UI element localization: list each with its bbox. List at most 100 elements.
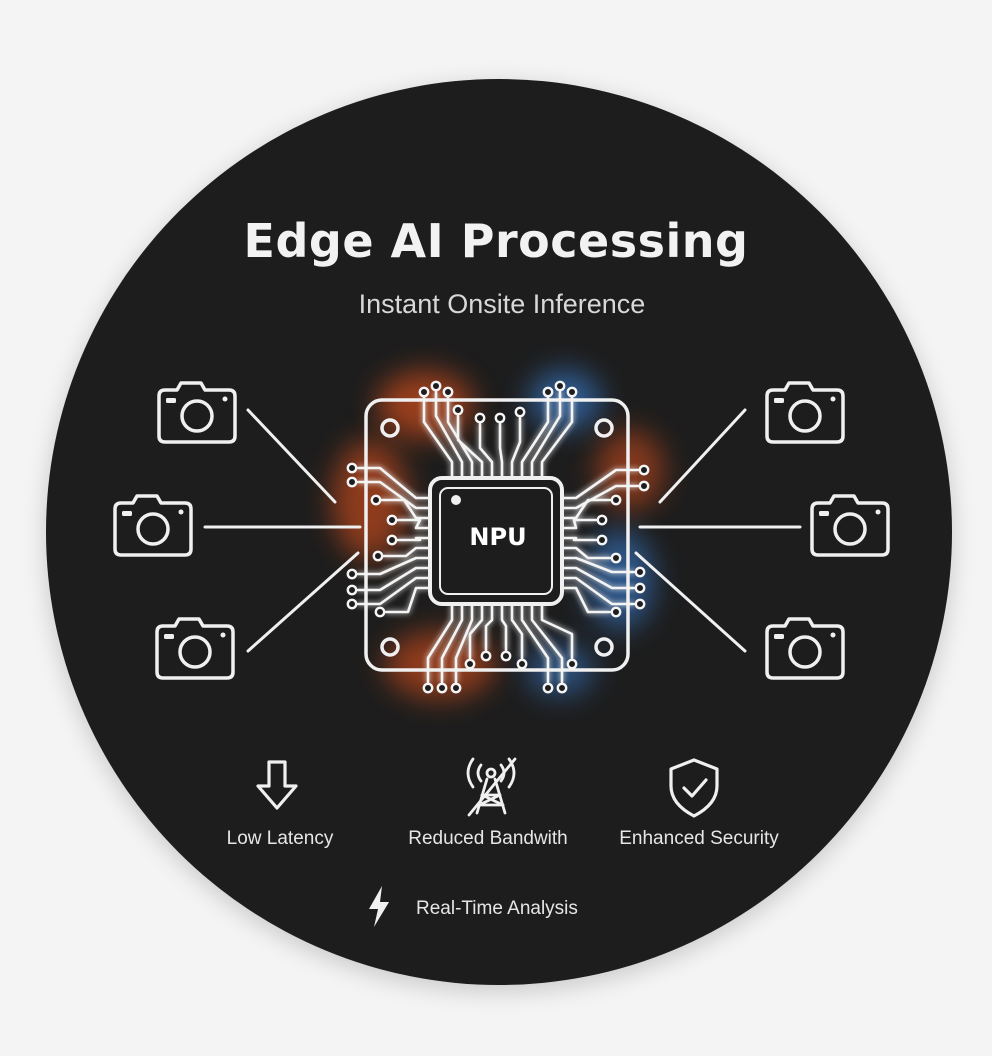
page-title: Edge AI Processing (243, 214, 749, 268)
circuit-pad (346, 584, 358, 596)
circuit-trace (560, 536, 598, 542)
camera-right-3-icon (765, 617, 845, 680)
circuit-trace (560, 556, 636, 574)
circuit-trace (478, 422, 494, 480)
circuit-pad (610, 552, 622, 564)
circuit-pad (596, 534, 608, 546)
circuit-trace (560, 518, 598, 530)
chip-pads (346, 380, 650, 694)
circuit-trace (530, 390, 562, 480)
lightning-icon (369, 886, 389, 927)
circuit-pad (450, 682, 462, 694)
circuit-trace (540, 396, 574, 480)
camera-right-1-icon (765, 381, 845, 444)
circuit-pad (464, 658, 476, 670)
circuit-pad (638, 464, 650, 476)
circuit-pad (554, 380, 566, 392)
circuit-trace (560, 576, 636, 606)
camera-left-1-icon (157, 381, 237, 444)
circuit-trace (560, 566, 636, 590)
circuit-pad (418, 386, 430, 398)
circuit-trace (422, 396, 454, 480)
circuit-trace (510, 416, 522, 480)
circuit-pad (346, 568, 358, 580)
circuit-trace (560, 498, 612, 520)
circuit-trace (356, 576, 432, 606)
chip-traces (356, 390, 640, 684)
camera-left-2-icon (113, 494, 193, 557)
circuit-pad (346, 462, 358, 474)
circuit-trace (498, 422, 504, 480)
circuit-pad (638, 480, 650, 492)
circuit-trace (468, 602, 484, 660)
circuit-trace (426, 602, 454, 684)
circuit-pad (610, 606, 622, 618)
circuit-pad (514, 406, 526, 418)
arrow-down-icon (256, 760, 298, 810)
circuit-trace (440, 602, 464, 684)
signal-tower-off-icon (466, 757, 517, 817)
circuit-trace (396, 536, 432, 542)
circuit-pad (422, 682, 434, 694)
circuit-pad (500, 650, 512, 662)
npu-chip (428, 476, 564, 606)
circuit-pad (436, 682, 448, 694)
feature-low-latency-label: Low Latency (226, 828, 334, 849)
circuit-pad (542, 386, 554, 398)
circuit-trace (520, 602, 550, 684)
circuit-pad (430, 380, 442, 392)
circuit-trace (510, 602, 524, 660)
circuit-trace (530, 602, 564, 684)
camera-right-2-icon (810, 494, 890, 557)
circuit-pad (374, 606, 386, 618)
circuit-pad (610, 494, 622, 506)
circuit-trace (560, 586, 612, 614)
circuit-trace (384, 586, 432, 614)
circuit-pad (634, 582, 646, 594)
circuit-trace (434, 390, 464, 480)
circuit-trace (356, 466, 432, 500)
page-subtitle: Instant Onsite Inference (358, 289, 646, 319)
circuit-trace (520, 396, 550, 480)
feature-enhanced-security-label: Enhanced Security (619, 828, 779, 849)
circuit-trace (356, 566, 432, 592)
chip-board (364, 398, 630, 672)
circuit-trace (500, 602, 508, 652)
circuit-pad (566, 658, 578, 670)
circuit-pad (372, 550, 384, 562)
circuit-pad (516, 658, 528, 670)
circuit-pad (634, 598, 646, 610)
circuit-pad (556, 682, 568, 694)
circuit-pad (634, 566, 646, 578)
circuit-trace (454, 602, 474, 684)
circuit-trace (356, 480, 432, 510)
circuit-pad (480, 650, 492, 662)
circuit-pad (442, 386, 454, 398)
real-time-analysis-label: Real-Time Analysis (416, 898, 578, 919)
camera-left-3-icon (155, 617, 235, 680)
shield-check-icon (669, 758, 719, 818)
camera-links (203, 408, 802, 653)
circuit-trace (380, 498, 432, 520)
circuit-pad (494, 412, 506, 424)
circuit-trace (560, 484, 640, 510)
circuit-pad (346, 476, 358, 488)
npu-label: NPU (469, 523, 526, 551)
circuit-pad (566, 386, 578, 398)
circuit-pad (370, 494, 382, 506)
circuit-trace (484, 602, 494, 652)
circuit-trace (560, 546, 612, 560)
circuit-trace (560, 468, 640, 500)
circuit-trace (382, 546, 432, 558)
circuit-pad (474, 412, 486, 424)
feature-reduced-bandwidth-label: Reduced Bandwith (408, 828, 568, 849)
circuit-pad (346, 598, 358, 610)
circuit-trace (356, 556, 432, 576)
circuit-pad (386, 534, 398, 546)
circuit-trace (456, 414, 484, 480)
circuit-pad (596, 514, 608, 526)
circuit-trace (540, 602, 574, 660)
circuit-pad (542, 682, 554, 694)
